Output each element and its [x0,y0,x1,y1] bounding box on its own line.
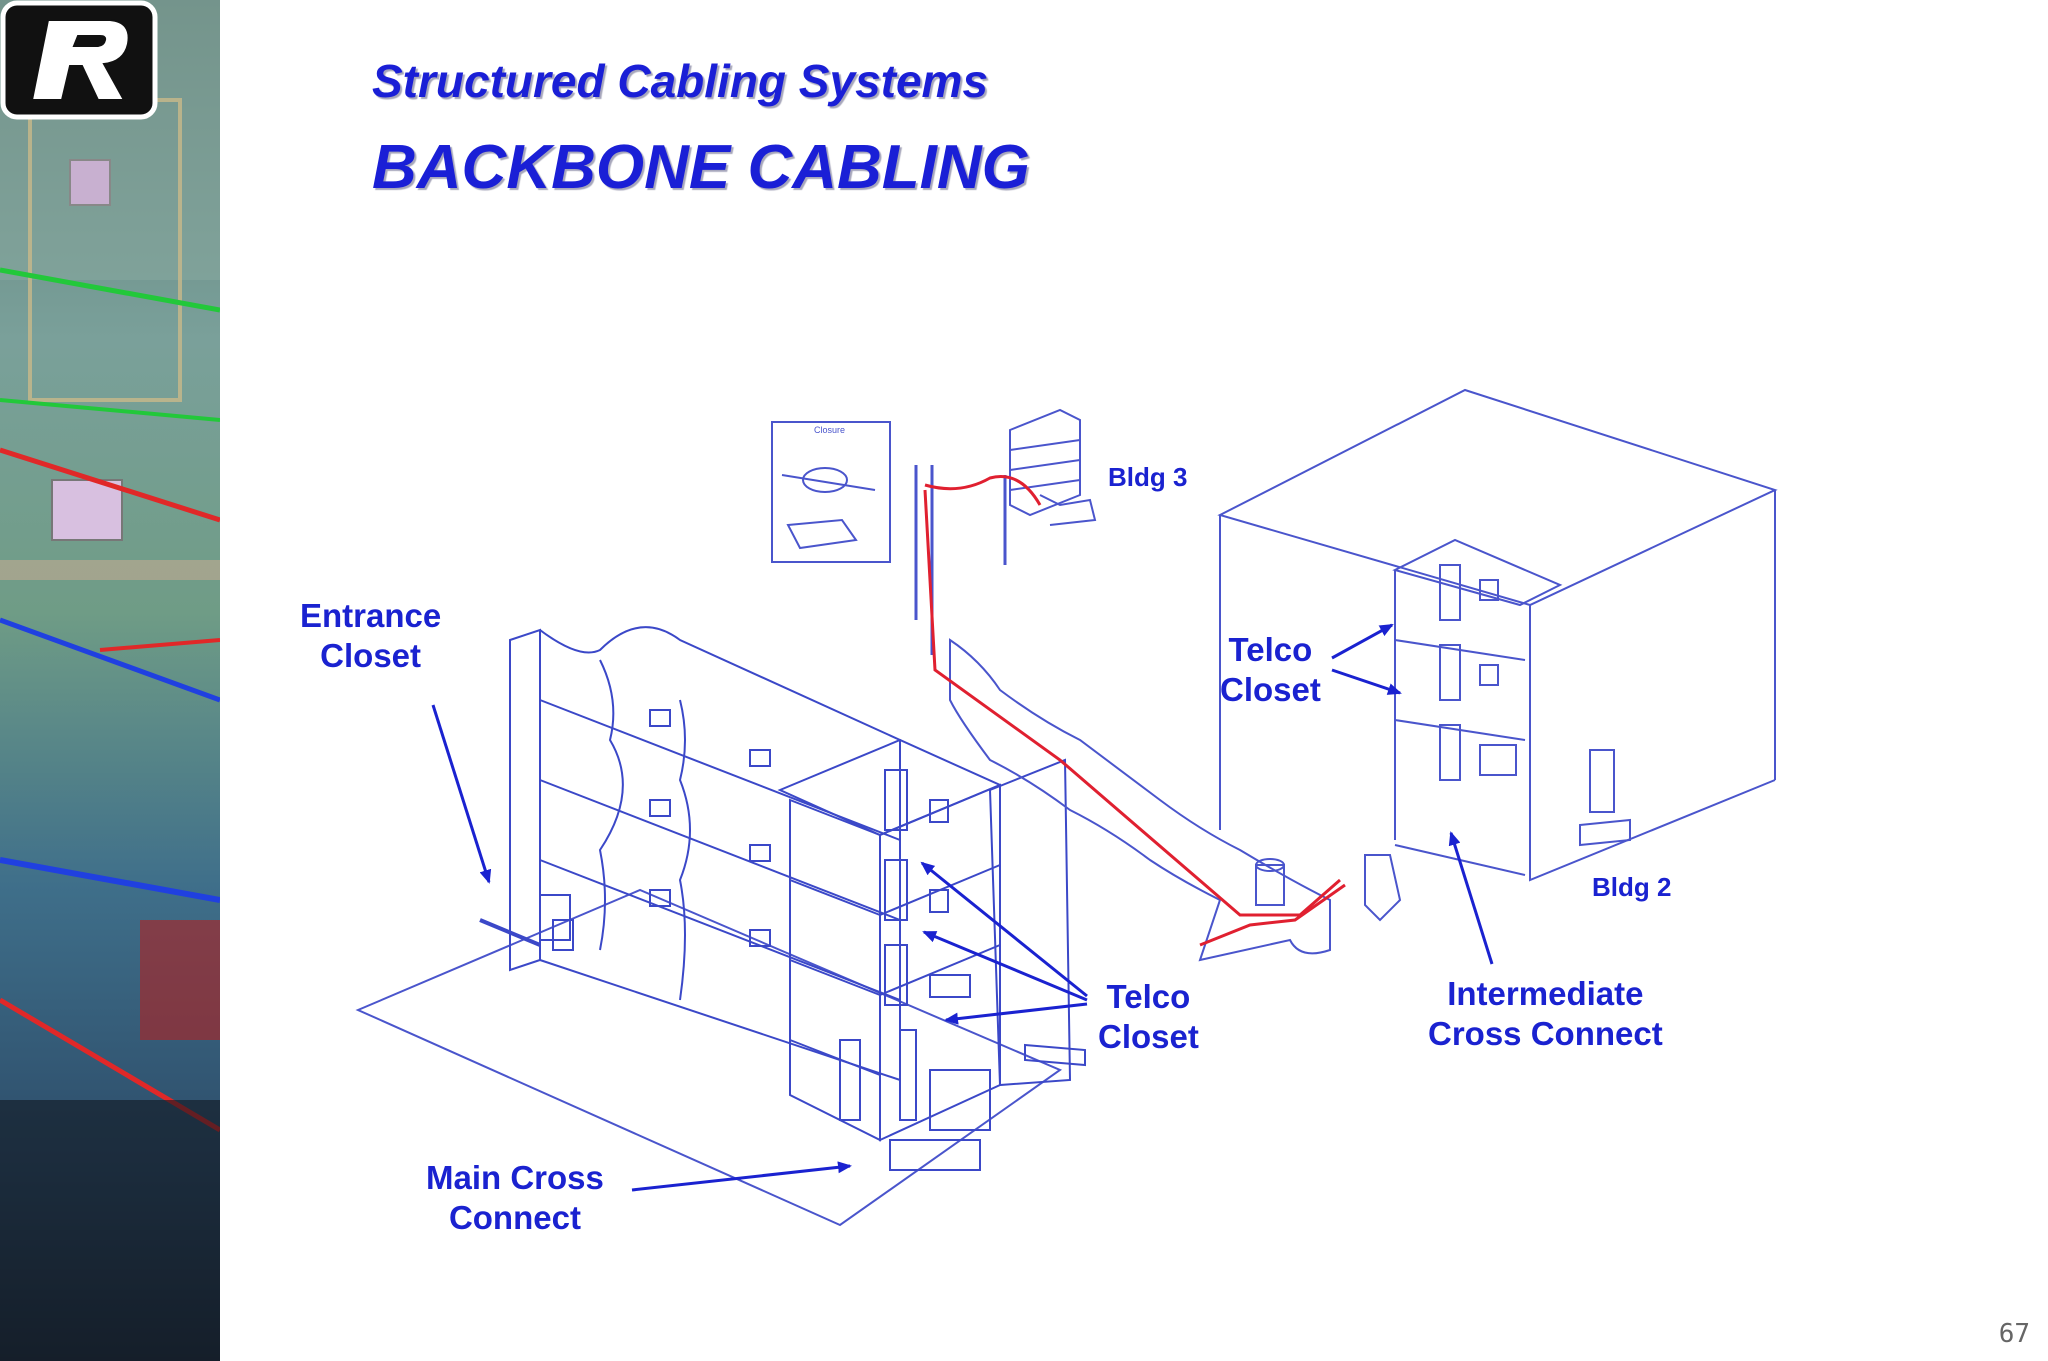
telco-closet-label-left: Telco Closet [1098,978,1199,1055]
entrance-closet-label: Entrance Closet [300,597,442,674]
trench-cutaway [949,638,1331,962]
arrow-intermediate-cross-connect [1448,831,1494,965]
slide-subtitle: BACKBONE CABLING [372,133,1030,202]
office-scene-illustration [0,0,220,1361]
telco-closet-label-right: Telco Closet [1220,631,1321,708]
main-cross-connect-label: Main Cross Connect [426,1159,604,1236]
arrow-main-cross-connect [631,1161,852,1192]
closure-inset: Closure [771,421,891,563]
ground-plate [355,888,1063,1227]
arrow-entrance-closet [431,704,492,884]
building-2 [1217,388,1778,922]
building-3 [1009,408,1097,526]
sidebar-decoration [0,0,220,1361]
arrow-telco-right-2 [1331,668,1402,695]
arrow-telco-right-1 [1331,623,1394,660]
closure-label: Closure [814,425,845,435]
manhole-body [1255,864,1285,906]
arrow-telco-1 [920,861,1088,998]
page-number: 67 [1998,1319,2030,1349]
backbone-cable [923,475,1346,947]
r-logo-icon [0,0,158,120]
intermediate-cross-connect-label: Intermediate Cross Connect [1428,975,1663,1052]
arrow-telco-3 [944,1002,1088,1025]
arrow-telco-2 [922,930,1088,1002]
backbone-cabling-diagram: Closure [355,388,1778,1227]
bldg3-label: Bldg 3 [1108,462,1188,492]
building-1 [509,626,1086,1171]
entrance-cable [479,918,541,947]
bldg2-label: Bldg 2 [1592,872,1672,902]
slide-title: Structured Cabling Systems [372,55,989,107]
callout-arrows [431,623,1494,1192]
